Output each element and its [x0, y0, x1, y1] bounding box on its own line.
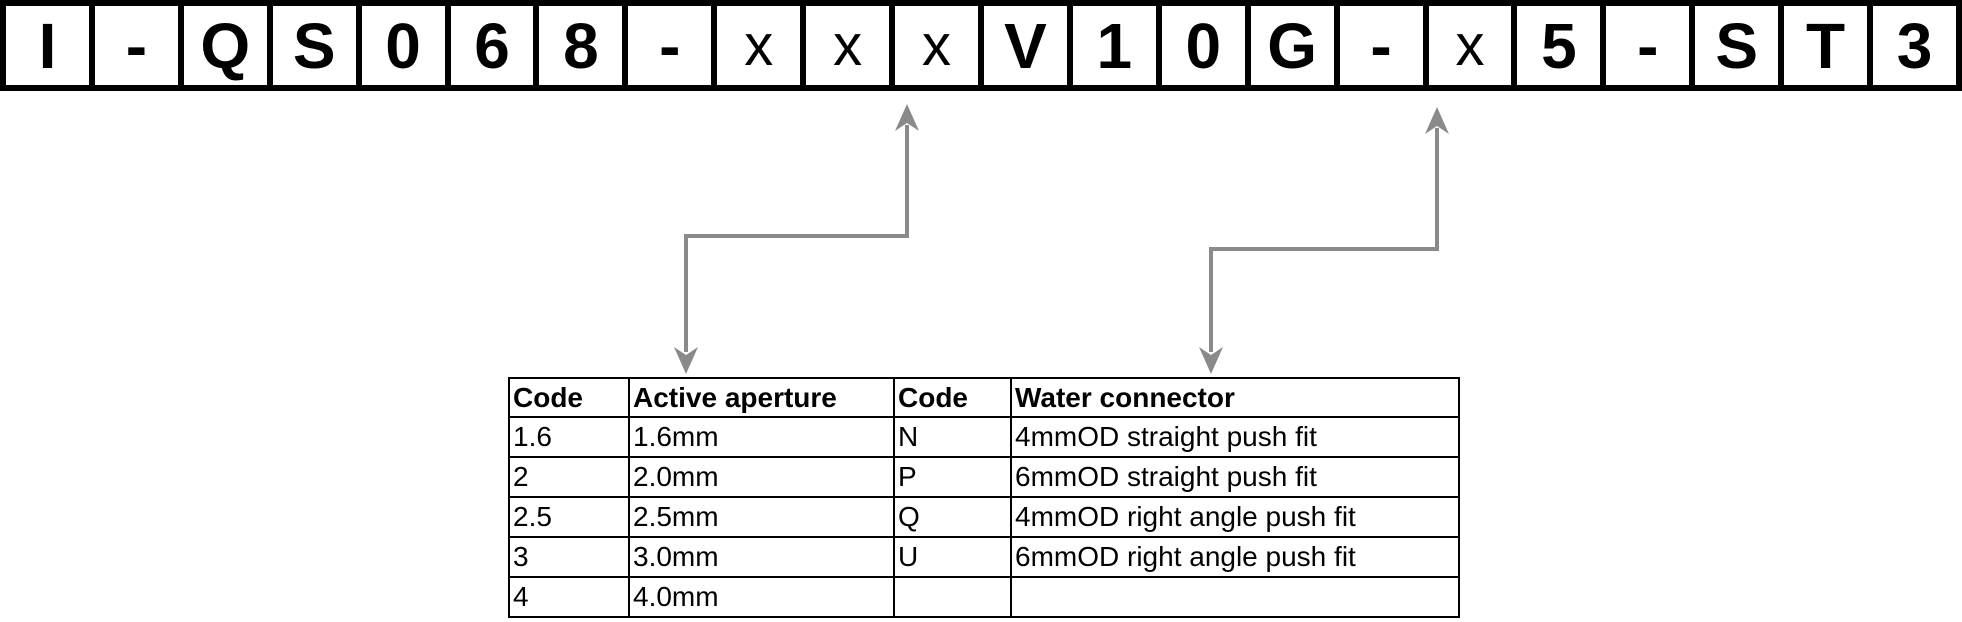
table-row: 4 4.0mm: [508, 576, 1460, 618]
code-cell: 0: [1158, 3, 1248, 88]
cell-aperture-code: 2: [508, 456, 630, 498]
arrow-active-aperture: [674, 104, 919, 374]
code-cell: 0: [358, 3, 448, 88]
cell-aperture-code: 4: [508, 576, 630, 618]
cell-connector-code: P: [893, 456, 1012, 498]
cell-connector-value: 6mmOD straight push fit: [1010, 456, 1460, 498]
cell-aperture-value: 1.6mm: [628, 416, 895, 458]
code-cell: -: [625, 3, 715, 88]
code-cell: -: [91, 3, 181, 88]
arrowhead-down-icon: [674, 347, 698, 374]
cell-aperture-code: 1.6: [508, 416, 630, 458]
arrowhead-up-icon: [1425, 107, 1449, 134]
part-code-row: I - Q S 0 6 8 - x x x V 1 0 G - x 5 - S …: [0, 0, 1962, 91]
cell-aperture-code: 3: [508, 536, 630, 578]
code-cell-variable: x: [892, 3, 981, 88]
table-row: 2.5 2.5mm Q 4mmOD right angle push fit: [508, 496, 1460, 538]
header-water-connector: Water connector: [1010, 377, 1460, 418]
code-cell: 1: [1069, 3, 1159, 88]
cell-connector-code: Q: [893, 496, 1012, 538]
arrow-water-connector: [1199, 107, 1449, 374]
cell-aperture-code: 2.5: [508, 496, 630, 538]
code-cell: -: [1336, 3, 1426, 88]
code-cell: 8: [536, 3, 626, 88]
cell-aperture-value: 2.0mm: [628, 456, 895, 498]
cell-connector-value: [1010, 576, 1460, 618]
header-code-aperture: Code: [508, 377, 630, 418]
cell-connector-code: N: [893, 416, 1012, 458]
header-code-connector: Code: [893, 377, 1012, 418]
legend-table-header-row: Code Active aperture Code Water connecto…: [508, 377, 1460, 418]
arrowhead-down-icon: [1199, 347, 1223, 374]
code-cell: S: [269, 3, 359, 88]
cell-connector-value: 4mmOD straight push fit: [1010, 416, 1460, 458]
code-cell: T: [1781, 3, 1871, 88]
cell-connector-code: U: [893, 536, 1012, 578]
code-cell: -: [1603, 3, 1693, 88]
legend-table: Code Active aperture Code Water connecto…: [508, 377, 1460, 618]
code-cell: G: [1247, 3, 1337, 88]
code-cell-variable: x: [1425, 3, 1515, 88]
code-cell: Q: [180, 3, 270, 88]
cell-connector-value: 6mmOD right angle push fit: [1010, 536, 1460, 578]
code-cell-variable: x: [714, 3, 804, 88]
code-cell: 3: [1870, 3, 1959, 88]
cell-aperture-value: 2.5mm: [628, 496, 895, 538]
cell-aperture-value: 4.0mm: [628, 576, 895, 618]
code-cell: I: [3, 3, 92, 88]
code-cell: S: [1692, 3, 1782, 88]
code-cell-variable: x: [803, 3, 893, 88]
code-cell: V: [980, 3, 1070, 88]
cell-aperture-value: 3.0mm: [628, 536, 895, 578]
arrowhead-up-icon: [895, 104, 919, 131]
table-row: 3 3.0mm U 6mmOD right angle push fit: [508, 536, 1460, 578]
cell-connector-value: 4mmOD right angle push fit: [1010, 496, 1460, 538]
cell-connector-code: [893, 576, 1012, 618]
table-row: 1.6 1.6mm N 4mmOD straight push fit: [508, 416, 1460, 458]
table-row: 2 2.0mm P 6mmOD straight push fit: [508, 456, 1460, 498]
header-active-aperture: Active aperture: [628, 377, 895, 418]
code-cell: 6: [447, 3, 537, 88]
code-cell: 5: [1514, 3, 1604, 88]
